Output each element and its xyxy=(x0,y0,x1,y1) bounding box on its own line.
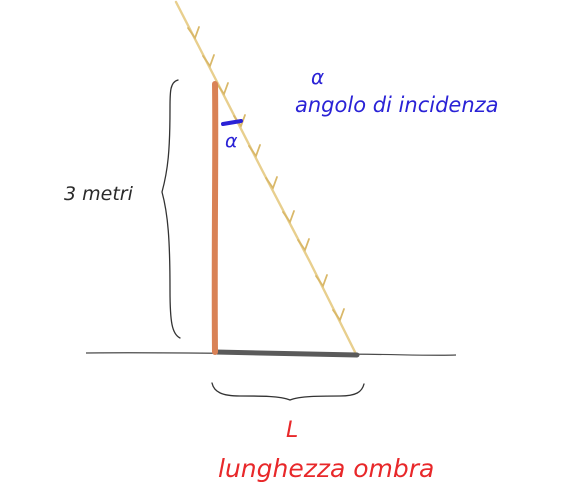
height-brace xyxy=(161,79,181,339)
sun-ray xyxy=(174,0,359,358)
angle-caption: angolo di incidenza xyxy=(295,93,499,117)
pole xyxy=(211,81,219,355)
shadow-caption: lunghezza ombra xyxy=(218,454,434,483)
shadow-line xyxy=(212,349,360,358)
pole-height-label: 3 metri xyxy=(64,183,134,205)
shadow-symbol: L xyxy=(286,418,298,443)
angle-symbol-small: α xyxy=(225,130,238,152)
angle-symbol-top: α xyxy=(311,65,324,89)
shadow-brace xyxy=(211,382,365,401)
angle-arc-mark xyxy=(221,119,243,126)
